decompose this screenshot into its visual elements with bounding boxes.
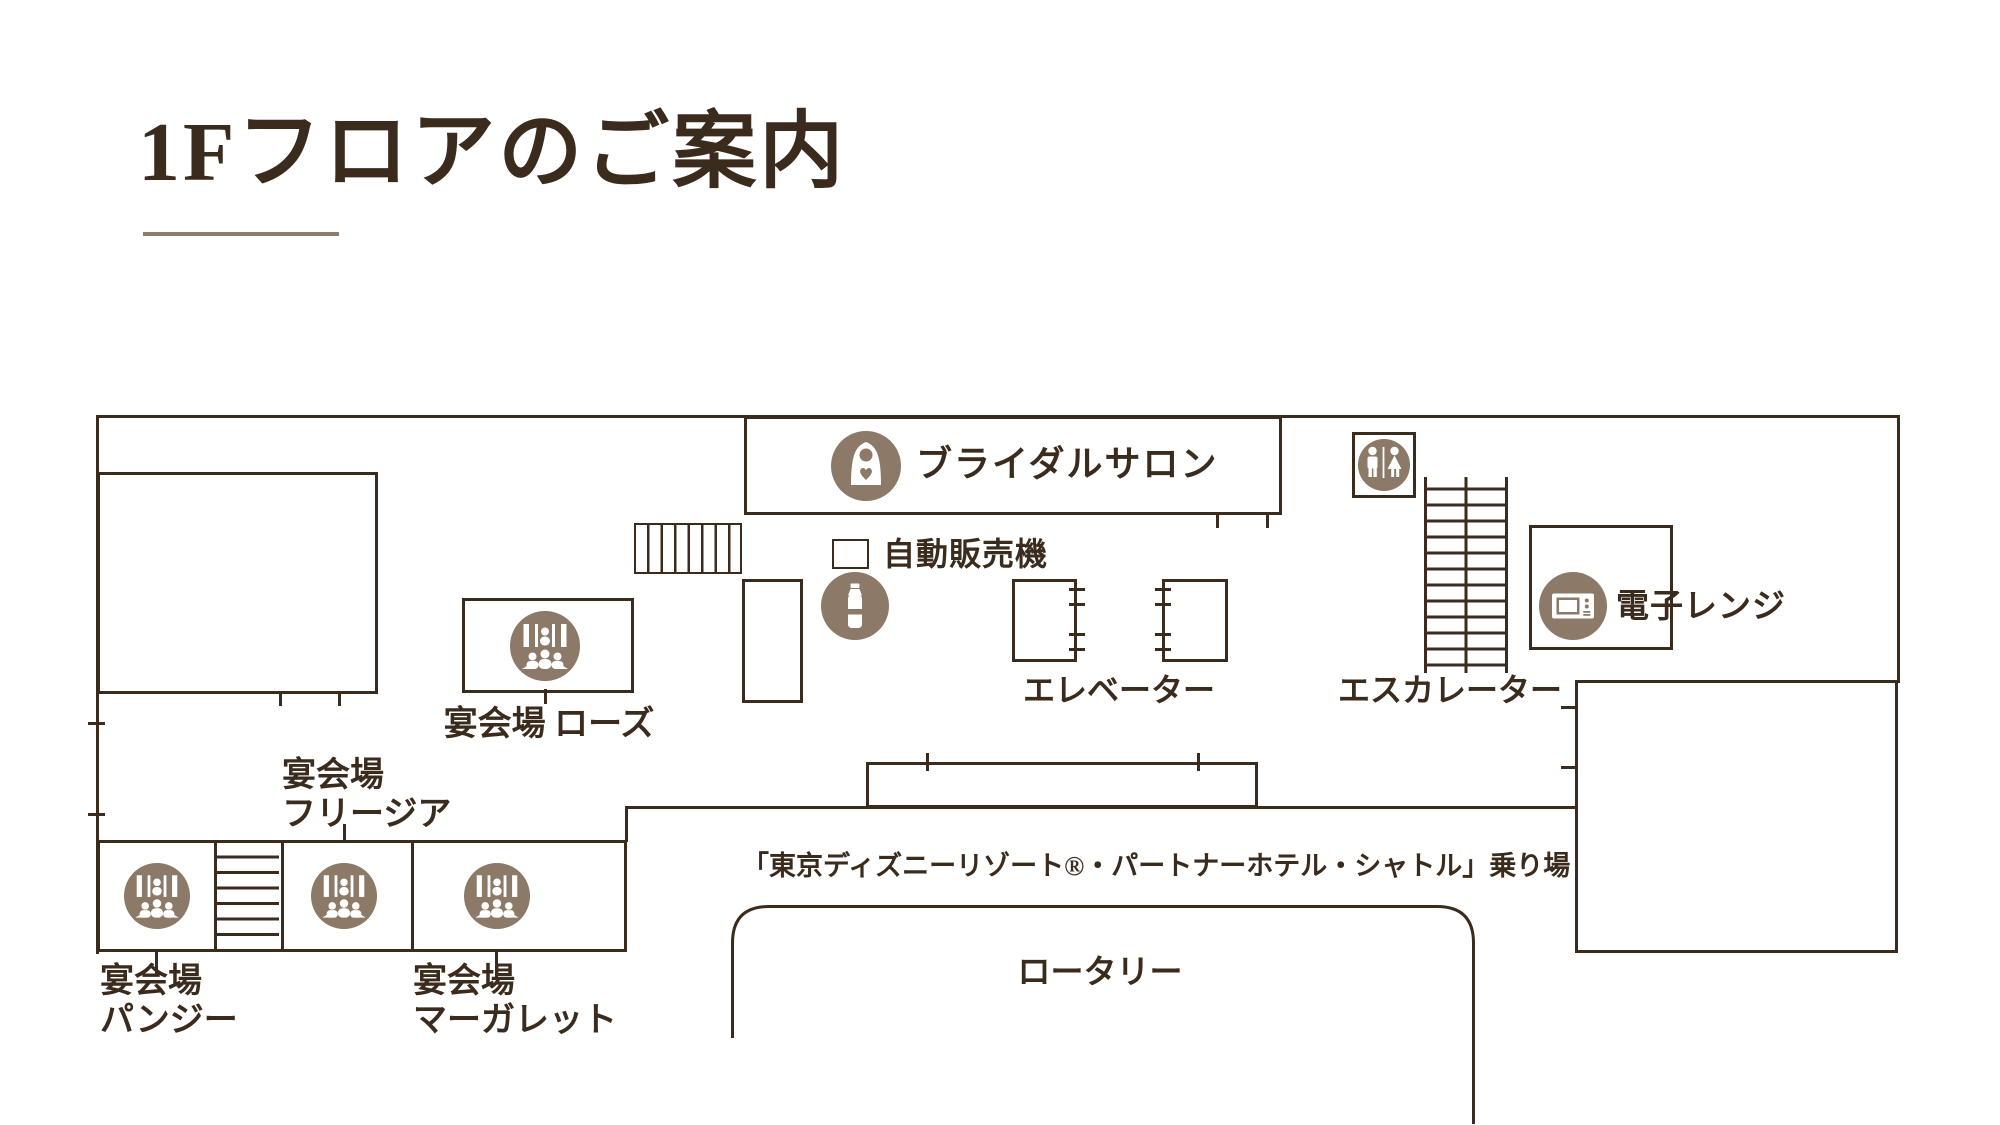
page-title: 1Fフロアのご案内 [138, 106, 847, 199]
escalator-icon [1424, 477, 1508, 673]
rotary-label: ロータリー [1017, 955, 1183, 991]
elevator-left [1012, 579, 1077, 662]
bottle-icon [821, 572, 889, 640]
microwave-icon [1539, 572, 1607, 640]
microwave-label: 電子レンジ [1616, 589, 1786, 625]
elevator-left-tick [1069, 648, 1085, 651]
boundary-left-tick-2 [88, 813, 105, 816]
stairs-bottom [217, 843, 279, 936]
right-room [1575, 680, 1898, 953]
banquet-rose-label: 宴会場 ローズ [443, 706, 655, 743]
bridal-salon-label: ブライダルサロン [916, 444, 1219, 484]
banquet-icon [510, 611, 580, 681]
banquet-margaret-label-line2: マーガレット [413, 1002, 617, 1040]
elevator-left-tick [1069, 603, 1085, 606]
banquet-icon [124, 863, 190, 929]
left-room-tick-1 [279, 694, 282, 706]
banquet-margaret-label-line1: 宴会場 [413, 963, 515, 1000]
restroom-icon [1358, 439, 1410, 491]
banquet-pansy-label-line1: 宴会場 [100, 963, 202, 1000]
porch-tick-2 [1197, 753, 1200, 771]
elevator-right [1162, 579, 1228, 662]
shuttle-stop-label: 「東京ディズニーリゾート®・パートナーホテル・シャトル」乗り場 [742, 851, 1571, 881]
elevator-left-tick [1069, 588, 1085, 591]
title-underline [143, 232, 339, 236]
escalator-label: エスカレーター [1337, 672, 1562, 708]
banquet-icon [311, 863, 377, 929]
banquet-freesia-label: 宴会場 フリージア [282, 756, 451, 835]
banquet-pansy-tick [155, 952, 158, 975]
banquet-pansy-label: 宴会場 パンジー [100, 962, 238, 1041]
boundary-right [1897, 415, 1900, 683]
banquet-freesia-label-line2: フリージア [282, 796, 452, 834]
banquet-pansy-label-line2: パンジー [100, 1002, 238, 1040]
elevator-right-tick [1155, 603, 1171, 606]
elevator-right-tick [1155, 633, 1171, 636]
stairs-top [634, 523, 742, 574]
left-room [97, 472, 378, 694]
elevator-label: エレベーター [1022, 672, 1215, 708]
entrance-wall-vertical [625, 806, 628, 842]
elevator-left-tick [1069, 633, 1085, 636]
banquet-row-divider-3 [411, 840, 414, 952]
boundary-left-tick-1 [88, 722, 105, 725]
right-room-tick-1 [1561, 706, 1575, 709]
bridal-salon-tick-2 [1266, 515, 1269, 528]
banquet-icon [464, 863, 530, 929]
column-room [742, 579, 803, 703]
banquet-freesia-tick [343, 824, 346, 842]
right-room-tick-2 [1561, 766, 1575, 769]
elevator-right-tick [1155, 648, 1171, 651]
banquet-row-divider-1 [214, 840, 217, 952]
rotary-outline [731, 905, 1475, 1124]
banquet-rose-tick [544, 689, 547, 704]
banquet-freesia-label-line1: 宴会場 [282, 757, 384, 794]
vending-machine-square [832, 539, 869, 569]
vending-machine-label: 自動販売機 [883, 536, 1049, 572]
left-room-tick-2 [338, 694, 341, 706]
elevator-right-tick [1155, 588, 1171, 591]
banquet-margaret-label: 宴会場 マーガレット [413, 962, 617, 1041]
bridal-salon-tick-1 [1216, 515, 1219, 528]
banquet-row-divider-2 [281, 840, 284, 952]
entrance-porch [866, 762, 1258, 808]
banquet-margaret-tick [495, 952, 498, 977]
porch-tick-1 [926, 753, 929, 771]
bride-icon [831, 431, 901, 501]
